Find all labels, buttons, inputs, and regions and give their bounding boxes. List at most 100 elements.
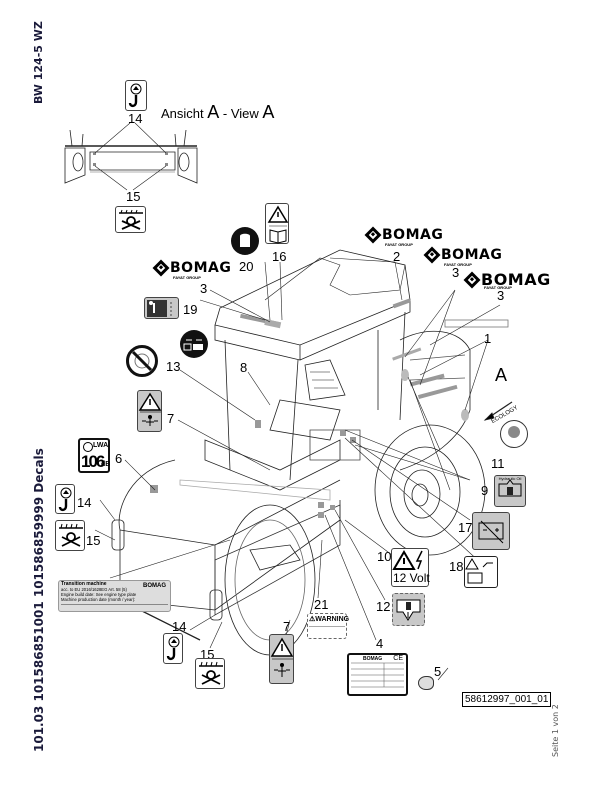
bomag-sub: FAYAT GROUP bbox=[385, 242, 413, 247]
decal-warning: ⚠WARNING bbox=[307, 613, 350, 639]
decal-12-volt: 12 Volt bbox=[391, 548, 430, 587]
decal-maintenance bbox=[144, 297, 179, 319]
transition-brand: BOMAG bbox=[143, 583, 166, 589]
bomag-logo: BOMAG FAYAT GROUP bbox=[463, 270, 551, 290]
bomag-diamond-icon bbox=[423, 246, 441, 264]
callout-17: 17 bbox=[458, 520, 473, 535]
callout-8: 8 bbox=[240, 360, 248, 375]
view-letter: A bbox=[207, 102, 220, 122]
decal-battery-disconnect bbox=[472, 512, 510, 550]
callout-19: 19 bbox=[183, 302, 198, 317]
decal-lifting-hook bbox=[125, 80, 147, 111]
decal-transition-machine: Transition machine acc. to EU 2016/1628E… bbox=[58, 580, 171, 612]
speaker-icon bbox=[83, 442, 93, 452]
callout-20: 20 bbox=[239, 259, 254, 274]
battery-location-icon bbox=[396, 599, 421, 621]
prohibition-icon bbox=[131, 350, 153, 372]
callout-16: 16 bbox=[272, 249, 287, 264]
callout-15-left: 15 bbox=[86, 533, 101, 548]
callout-6: 6 bbox=[115, 451, 123, 466]
bomag-wordmark: BOMAG bbox=[170, 260, 232, 276]
callout-7-bottom: 7 bbox=[283, 619, 291, 634]
callout-4: 4 bbox=[376, 636, 384, 651]
decal-battery-warning bbox=[464, 556, 498, 588]
callout-14-left: 14 bbox=[77, 495, 92, 510]
type-plate-brand: BOMAG bbox=[363, 656, 383, 662]
battery-warning-icon bbox=[465, 558, 493, 584]
callout-21: 21 bbox=[314, 597, 329, 612]
transition-line1: acc. to EU 2016/1628EG Art. 58 (5) bbox=[61, 587, 127, 592]
callout-5: 5 bbox=[434, 664, 442, 679]
lashing-icon bbox=[119, 209, 143, 230]
callout-10: 10 bbox=[377, 549, 392, 564]
lifting-hook-icon bbox=[58, 487, 72, 512]
bomag-wordmark: BOMAG bbox=[441, 247, 503, 263]
warning-triangle-icon: ⚠ bbox=[309, 616, 316, 623]
type-plate-ce: CE bbox=[393, 655, 403, 662]
crush-warning-icon bbox=[270, 637, 294, 677]
callout-1: 1 bbox=[484, 331, 492, 346]
callout-18: 18 bbox=[449, 559, 464, 574]
ecology-badge bbox=[500, 420, 528, 448]
transition-title: Transition machine bbox=[61, 581, 107, 587]
transition-line2: Engine build date: See engine type plate bbox=[61, 592, 137, 597]
decal-crush-warning bbox=[269, 634, 294, 684]
decal-lashing-point bbox=[55, 520, 85, 551]
cab bbox=[214, 249, 509, 481]
leader-lines bbox=[94, 257, 501, 681]
rear-view bbox=[64, 122, 198, 191]
bomag-sub: FAYAT GROUP bbox=[444, 262, 472, 267]
callout-13: 13 bbox=[166, 359, 181, 374]
decal-lashing-point bbox=[195, 658, 225, 689]
callout-7-top: 7 bbox=[167, 411, 175, 426]
seat-belt-icon bbox=[183, 339, 203, 351]
warning-body bbox=[309, 626, 345, 635]
type-plate-grid bbox=[351, 662, 404, 688]
decal-hydraulic-oil: Hydraulic Oil bbox=[494, 475, 526, 507]
warning-title-text: WARNING bbox=[315, 616, 350, 623]
decal-battery-location bbox=[392, 593, 425, 626]
voltage-text: 12 Volt bbox=[393, 571, 430, 585]
maintenance-icon bbox=[147, 300, 172, 317]
bomag-logo: BOMAG FAYAT GROUP bbox=[423, 246, 503, 267]
decal-ear-protection bbox=[231, 227, 259, 255]
decal-lifting-hook bbox=[163, 633, 183, 664]
lifting-hook-icon bbox=[128, 83, 142, 108]
lashing-icon bbox=[59, 523, 83, 547]
view-title: Ansicht A - View A bbox=[161, 102, 274, 123]
decal-no-hands bbox=[126, 345, 158, 377]
ear-protection-icon bbox=[240, 233, 250, 247]
bomag-diamond-icon bbox=[152, 259, 170, 277]
callout-14-bottom: 14 bbox=[172, 619, 187, 634]
decal-type-plate: BOMAG CE bbox=[347, 653, 408, 696]
noise-value: 106 bbox=[81, 452, 105, 471]
decal-crush-warning bbox=[137, 390, 162, 432]
rear-wheel bbox=[374, 424, 486, 556]
hydraulic-oil-icon bbox=[498, 479, 522, 497]
callout-3-right-a: 3 bbox=[452, 265, 460, 280]
decal-read-manual bbox=[265, 203, 289, 244]
callout-15-top: 15 bbox=[126, 189, 141, 204]
battery-icon bbox=[478, 520, 504, 544]
callout-11: 11 bbox=[491, 456, 505, 471]
part-cap bbox=[418, 676, 434, 690]
view-prefix: Ansicht bbox=[161, 106, 208, 121]
bomag-wordmark: BOMAG bbox=[481, 270, 551, 289]
callout-3-right-b: 3 bbox=[497, 288, 505, 303]
callout-2: 2 bbox=[393, 249, 401, 264]
bomag-sub: FAYAT GROUP bbox=[484, 285, 512, 290]
lifting-hook-icon bbox=[166, 636, 180, 661]
warning-manual-icon bbox=[267, 205, 289, 244]
bomag-logo: BOMAG FAYAT GROUP bbox=[152, 259, 232, 280]
decal-lashing-point bbox=[115, 206, 146, 233]
callout-15-bottom: 15 bbox=[200, 647, 215, 662]
hydraulic-title: Hydraulic Oil bbox=[498, 476, 522, 481]
view-mid: - View bbox=[219, 106, 263, 121]
callout-3-left: 3 bbox=[200, 281, 208, 296]
bomag-diamond-icon bbox=[463, 271, 481, 288]
view-arrow-label: A bbox=[495, 365, 508, 385]
callout-14-top: 14 bbox=[128, 111, 143, 126]
view-letter-2: A bbox=[262, 102, 275, 122]
bomag-diamond-icon bbox=[364, 226, 382, 244]
